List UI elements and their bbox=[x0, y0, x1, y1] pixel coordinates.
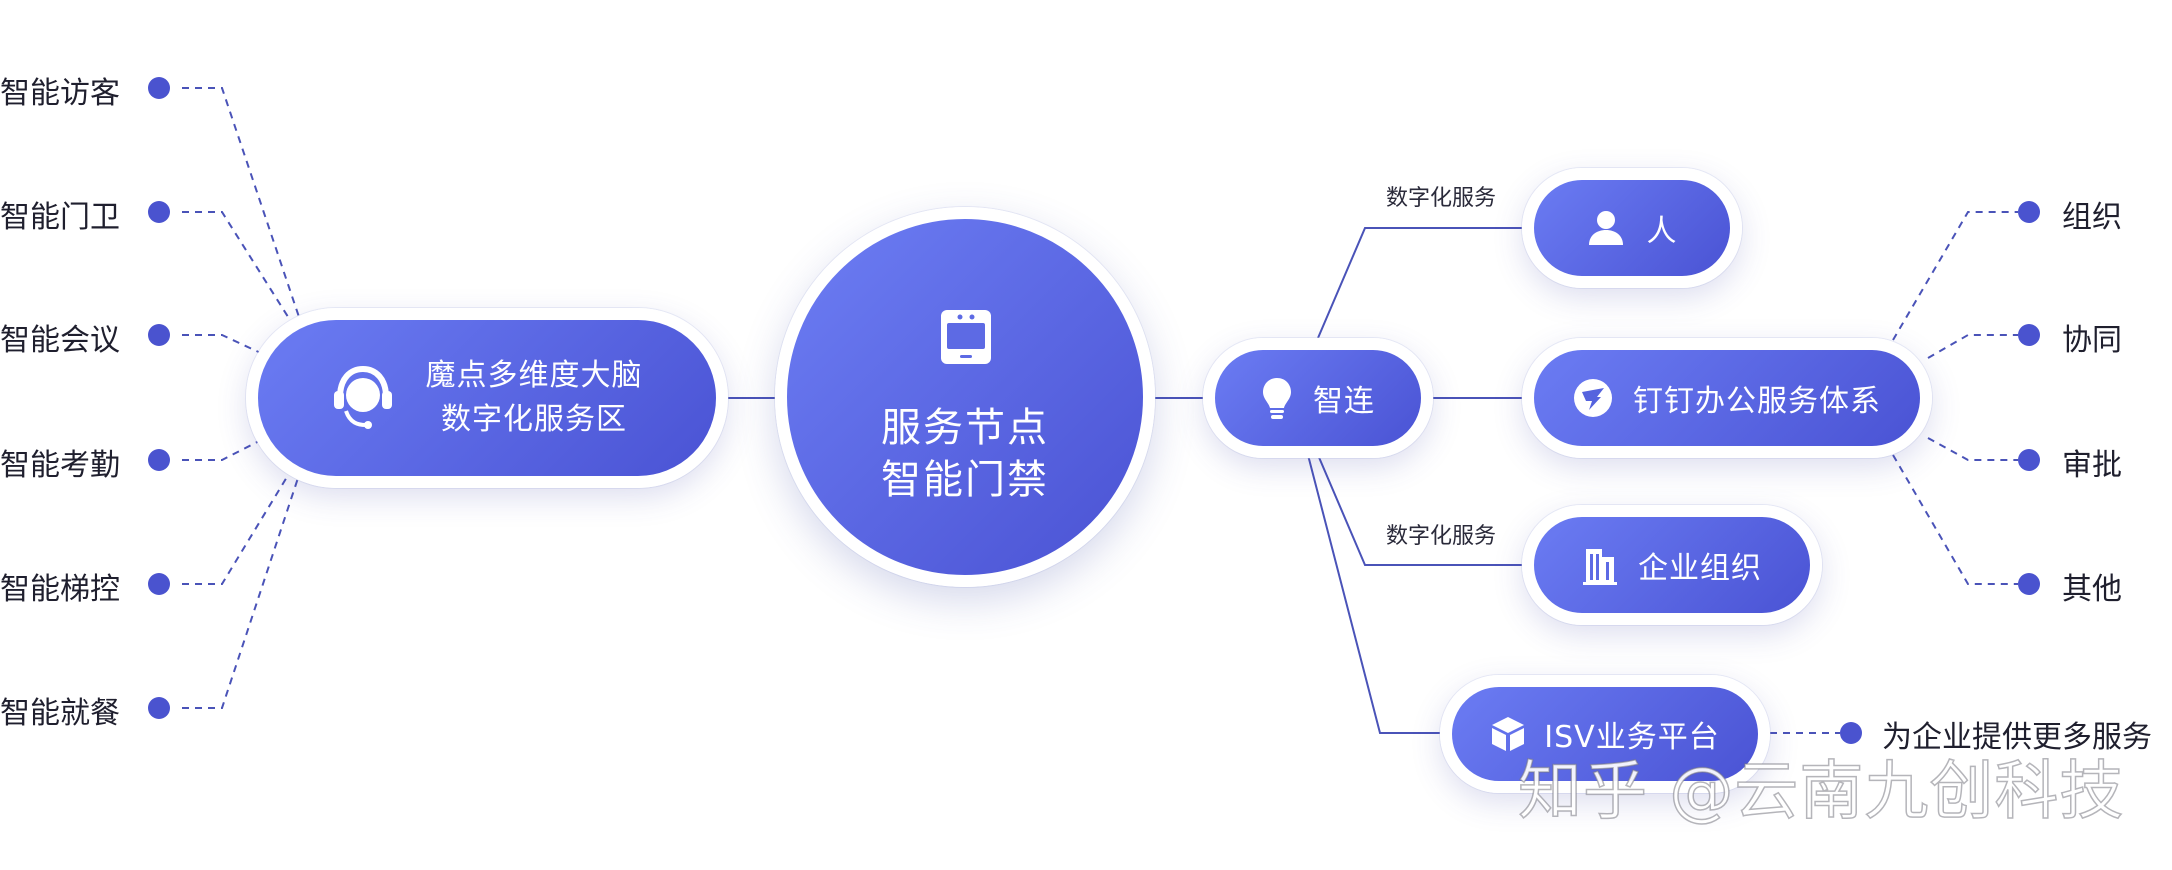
dot-isv-more bbox=[1840, 722, 1862, 744]
item-smart-visitor: 智能访客 bbox=[0, 76, 120, 111]
dot-other bbox=[2018, 573, 2040, 595]
branch-label-enterprise: 数字化服务 bbox=[1386, 524, 1497, 549]
item-smart-elevator: 智能梯控 bbox=[0, 572, 120, 607]
right-hub-label: 智连 bbox=[1313, 384, 1375, 419]
connector-meeting bbox=[182, 334, 266, 356]
connector-hub-isv bbox=[1307, 454, 1440, 734]
connector-collab bbox=[1927, 334, 2018, 359]
dot-meeting bbox=[148, 324, 170, 346]
dot-guard bbox=[148, 201, 170, 223]
item-smart-dining: 智能就餐 bbox=[0, 696, 120, 731]
right-dashed-connectors bbox=[1770, 211, 2018, 734]
dot-attendance bbox=[148, 449, 170, 471]
connector-hub-enterprise bbox=[1317, 454, 1522, 566]
connector-visitor bbox=[182, 87, 301, 321]
person-label: 人 bbox=[1646, 214, 1678, 249]
connector-dining bbox=[182, 471, 301, 709]
item-smart-guard: 智能门卫 bbox=[0, 200, 120, 235]
watermark-text: 知乎 @云南九创科技 bbox=[1517, 754, 2125, 830]
isv-label: ISV业务平台 bbox=[1544, 720, 1720, 755]
connector-approve bbox=[1927, 437, 2018, 461]
branch-label-person: 数字化服务 bbox=[1386, 186, 1497, 211]
dot-visitor bbox=[148, 77, 170, 99]
left-hub-line1: 魔点多维度大脑 bbox=[425, 358, 643, 393]
dot-elevator bbox=[148, 573, 170, 595]
connector-guard bbox=[182, 211, 291, 321]
item-isv-more: 为企业提供更多服务 bbox=[1882, 720, 2152, 755]
item-smart-attendance: 智能考勤 bbox=[0, 448, 120, 483]
dingtalk-icon bbox=[1573, 378, 1613, 418]
enterprise-label: 企业组织 bbox=[1638, 551, 1762, 586]
left-hub-text: 魔点多维度大脑 数字化服务区 bbox=[426, 354, 643, 442]
connector-other bbox=[1892, 454, 2018, 585]
cube-icon bbox=[1490, 715, 1526, 753]
dot-dining bbox=[148, 697, 170, 719]
item-other: 其他 bbox=[2062, 572, 2122, 607]
building-icon bbox=[1582, 545, 1618, 585]
left-dashed-connectors bbox=[182, 87, 301, 709]
enterprise-node: 企业组织 bbox=[1522, 505, 1822, 625]
right-hub-node: 智连 bbox=[1203, 338, 1433, 458]
connector-attendance bbox=[182, 437, 266, 461]
dot-collab bbox=[2018, 324, 2040, 346]
face-terminal-icon bbox=[940, 309, 992, 369]
person-icon bbox=[1587, 209, 1625, 247]
center-connectors bbox=[728, 227, 1522, 734]
item-org: 组织 bbox=[2062, 200, 2122, 235]
connector-org bbox=[1892, 211, 2018, 341]
center-node: 服务节点 智能门禁 bbox=[775, 207, 1155, 587]
item-approve: 审批 bbox=[2062, 448, 2122, 483]
person-node: 人 bbox=[1522, 168, 1742, 288]
item-smart-meeting: 智能会议 bbox=[0, 323, 120, 358]
dot-org bbox=[2018, 201, 2040, 223]
connector-elevator bbox=[182, 471, 291, 585]
headset-icon bbox=[332, 365, 394, 431]
connector-hub-person bbox=[1317, 227, 1522, 339]
center-line1: 服务节点 bbox=[881, 405, 1049, 451]
dot-approve bbox=[2018, 449, 2040, 471]
center-line2: 智能门禁 bbox=[881, 457, 1049, 503]
dingtalk-node: 钉钉办公服务体系 bbox=[1522, 338, 1932, 458]
lightbulb-icon bbox=[1261, 376, 1293, 420]
left-hub-node: 魔点多维度大脑 数字化服务区 bbox=[246, 308, 728, 488]
dingtalk-label: 钉钉办公服务体系 bbox=[1633, 384, 1881, 419]
item-collab: 协同 bbox=[2062, 323, 2122, 358]
left-hub-line2: 数字化服务区 bbox=[441, 402, 627, 437]
